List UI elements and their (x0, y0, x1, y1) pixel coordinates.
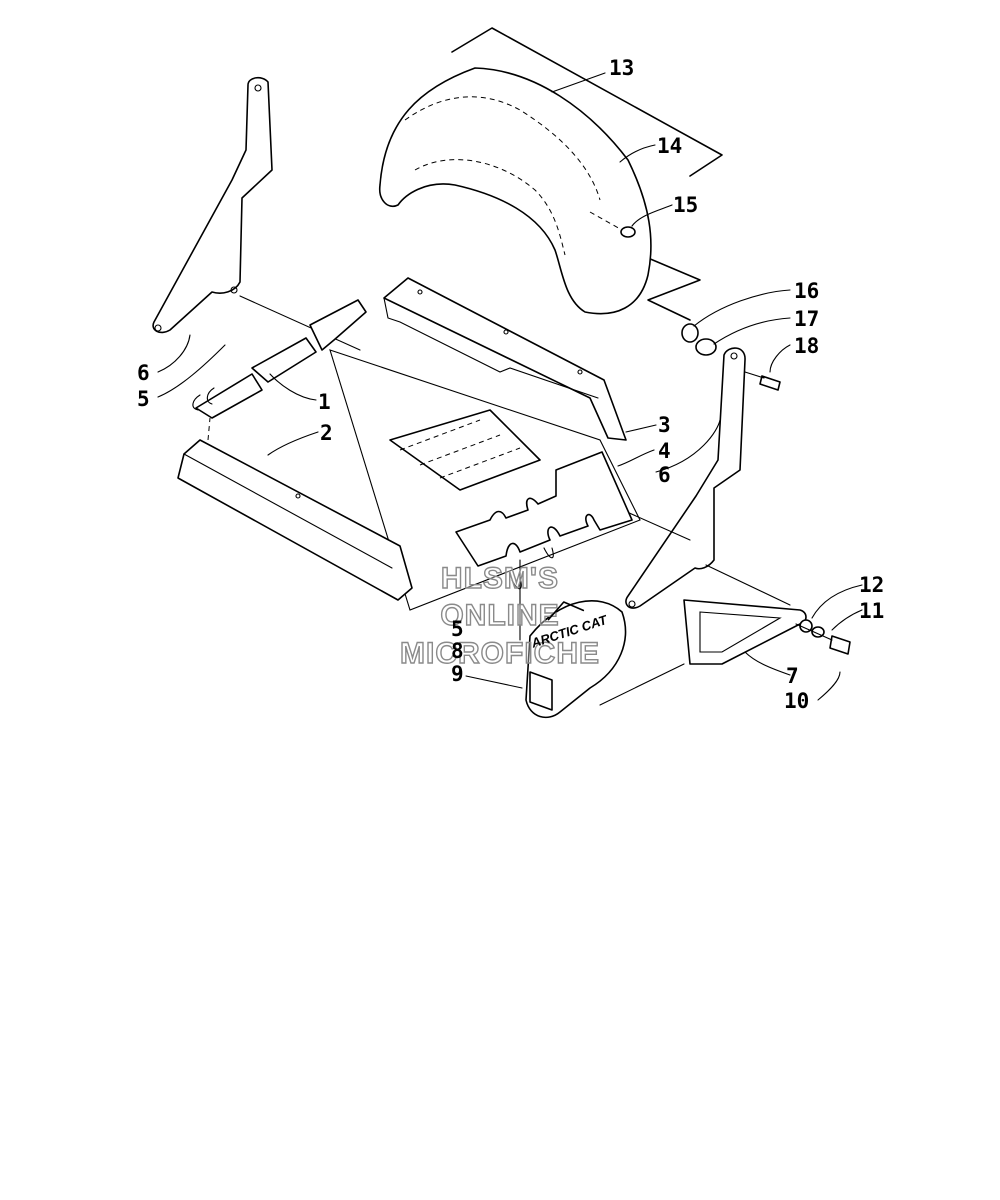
callout-10: 10 (784, 689, 809, 713)
leader-lines (157, 72, 863, 701)
callout-12: 12 (859, 573, 884, 597)
callout-6-right: 6 (658, 463, 671, 487)
right-triangular-bracket (599, 599, 807, 706)
callout-11: 11 (859, 599, 884, 623)
logo-swoosh-icon (547, 601, 585, 621)
callout-3: 3 (658, 413, 671, 437)
callout-9: 9 (451, 662, 464, 686)
callout-6-left: 6 (137, 361, 150, 385)
hardware (681, 323, 851, 655)
callout-14: 14 (657, 134, 682, 158)
divider-plate (455, 451, 633, 590)
callout-5-left: 5 (137, 387, 150, 411)
callout-17: 17 (794, 307, 819, 331)
callout-4: 4 (658, 439, 671, 463)
watermark-line-1: HLSM'S (441, 562, 559, 595)
backrest-pad (378, 67, 652, 315)
callout-7: 7 (786, 664, 799, 688)
callout-15: 15 (673, 193, 698, 217)
seat-base-pan (329, 349, 641, 611)
callout-16: 16 (794, 279, 819, 303)
rear-panel (383, 277, 627, 441)
callout-13: 13 (609, 56, 634, 80)
right-side-bracket (599, 347, 791, 609)
front-trim-panel (177, 417, 413, 601)
left-side-bracket (152, 76, 361, 351)
callout-18: 18 (794, 334, 819, 358)
callout-2: 2 (320, 421, 333, 445)
callout-1: 1 (318, 390, 331, 414)
hinge-bracket (192, 299, 367, 419)
watermark-line-3: MICROFICHE (400, 637, 600, 670)
backrest-group-bracket (451, 27, 723, 321)
callout-labels: 1 2 3 4 5 5 6 6 7 8 9 10 11 12 13 14 15 … (137, 56, 884, 713)
callout-5-center: 5 (451, 617, 464, 641)
callout-8: 8 (451, 639, 464, 663)
side-cover (519, 559, 627, 719)
watermark: HLSM'S ONLINE MICROFICHE (399, 561, 600, 670)
watermark-line-2: ONLINE (440, 599, 559, 632)
